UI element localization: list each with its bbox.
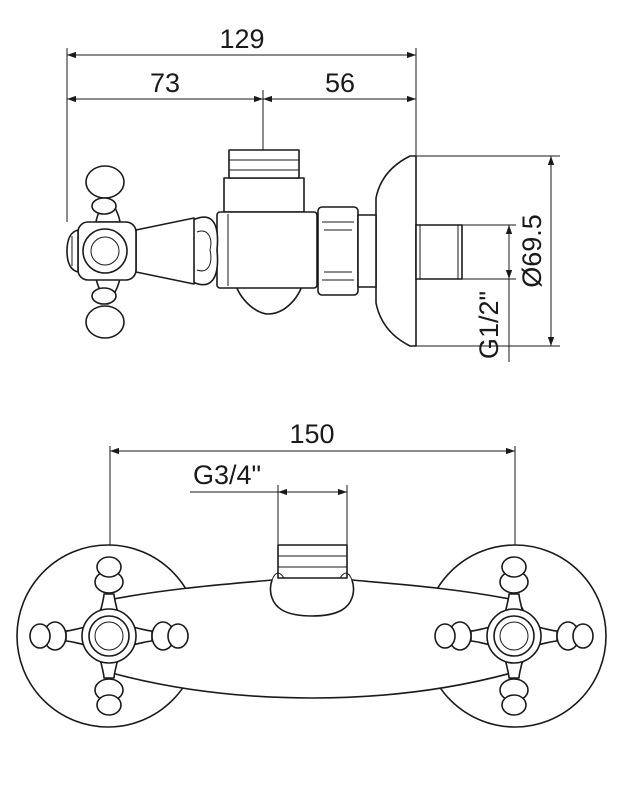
- valve-bonnet: [135, 217, 195, 285]
- wall-rosette: [375, 155, 417, 347]
- side-view: 129 73 56 Ø69.5 G1/2": [66, 24, 560, 362]
- dimension-diameter: Ø69.5: [517, 214, 547, 288]
- dimension-center-distance: 150: [289, 419, 334, 449]
- hex-nut: [317, 206, 377, 296]
- dimension-overall-width: 129: [219, 24, 264, 54]
- valve-body: [216, 211, 318, 289]
- cross-handle-side: [66, 165, 137, 339]
- dimension-outlet-thread: G3/4": [193, 460, 261, 490]
- inlet-pipe: [415, 224, 463, 280]
- dimension-left-length: 73: [150, 68, 180, 98]
- dimension-thread-inlet: G1/2": [474, 291, 504, 359]
- upper-connector: [223, 149, 305, 213]
- front-view: 150 G3/4": [16, 419, 607, 728]
- outlet-nipple: [277, 544, 348, 579]
- left-cross-handle: [29, 556, 189, 716]
- dimension-right-length: 56: [325, 68, 355, 98]
- right-cross-handle: [434, 556, 594, 716]
